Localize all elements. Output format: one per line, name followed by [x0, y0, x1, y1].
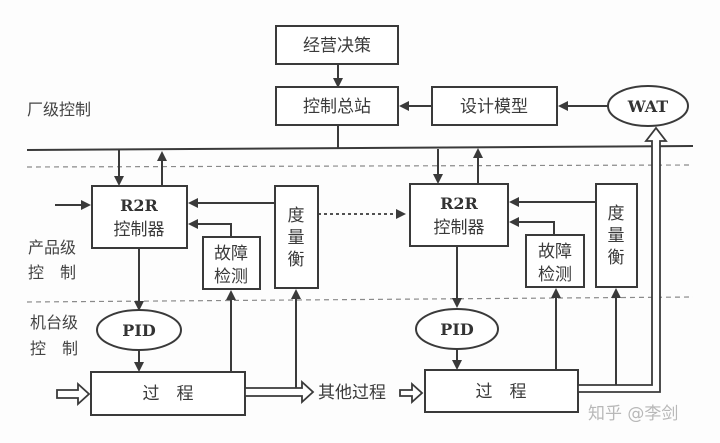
- hollow-input-arrow-right: [399, 381, 424, 405]
- right-metrology-char-1: 度: [608, 204, 625, 224]
- right-r2r-text: R2R: [440, 194, 478, 213]
- left-pid-ellipse: PID: [96, 309, 182, 351]
- left-fault-detection-box: 故障 检测: [202, 236, 261, 290]
- tool-level-label-1: 机台级: [30, 313, 78, 332]
- left-controller-text: 控制器: [114, 220, 165, 240]
- plant-product-divider: [26, 164, 694, 168]
- right-r2r-controller-box: R2R 控制器: [409, 183, 509, 247]
- arrow-left-fault-to-r2r: [188, 219, 232, 237]
- right-metrology-char-3: 衡: [608, 248, 625, 268]
- product-tool-divider: [26, 296, 694, 303]
- left-r2r-text: R2R: [120, 196, 158, 215]
- right-pid-ellipse: PID: [415, 308, 499, 350]
- product-level-label-2: 控 制: [28, 263, 76, 282]
- control-station-text: 控制总站: [303, 97, 371, 117]
- left-fault-text-1: 故障: [214, 244, 248, 264]
- wat-ellipse: WAT: [607, 85, 689, 127]
- right-fault-detection-box: 故障 检测: [525, 234, 585, 288]
- left-process-box: 过 程: [90, 371, 246, 416]
- right-metrology-box: 度 量 衡: [595, 183, 638, 288]
- other-process-label: 其他过程: [318, 383, 386, 403]
- tool-level-label-2: 控 制: [30, 339, 78, 358]
- right-process-text: 过 程: [476, 382, 527, 402]
- left-pid-text: PID: [122, 321, 156, 340]
- watermark: 知乎 @李剑: [588, 404, 678, 424]
- right-controller-text: 控制器: [434, 218, 485, 238]
- hollow-arrow-process-to-wat: [577, 126, 668, 393]
- right-metrology-char-2: 量: [608, 226, 625, 246]
- hollow-output-arrow-left: [244, 379, 315, 405]
- arrow-right-fault-to-r2r: [509, 217, 555, 235]
- hollow-input-arrow-left: [56, 381, 91, 407]
- wat-text: WAT: [627, 97, 668, 116]
- business-decision-box: 经营决策: [275, 25, 399, 65]
- left-metrology-char-3: 衡: [288, 250, 305, 270]
- plant-bus-line: [26, 145, 694, 151]
- control-station-box: 控制总站: [275, 86, 399, 126]
- plant-level-label: 厂级控制: [27, 100, 91, 119]
- right-fault-text-2: 检测: [538, 265, 572, 285]
- right-process-box: 过 程: [424, 369, 579, 413]
- design-model-box: 设计模型: [431, 86, 558, 126]
- product-level-label-1: 产品级: [28, 238, 76, 257]
- left-metrology-char-2: 量: [288, 228, 305, 248]
- left-metrology-char-1: 度: [288, 206, 305, 226]
- business-decision-text: 经营决策: [303, 36, 371, 56]
- design-model-text: 设计模型: [460, 97, 528, 117]
- left-fault-text-2: 检测: [214, 267, 248, 287]
- left-process-text: 过 程: [143, 384, 194, 404]
- right-pid-text: PID: [440, 320, 474, 339]
- left-metrology-box: 度 量 衡: [274, 185, 319, 289]
- left-r2r-controller-box: R2R 控制器: [91, 185, 188, 249]
- right-fault-text-1: 故障: [538, 242, 572, 262]
